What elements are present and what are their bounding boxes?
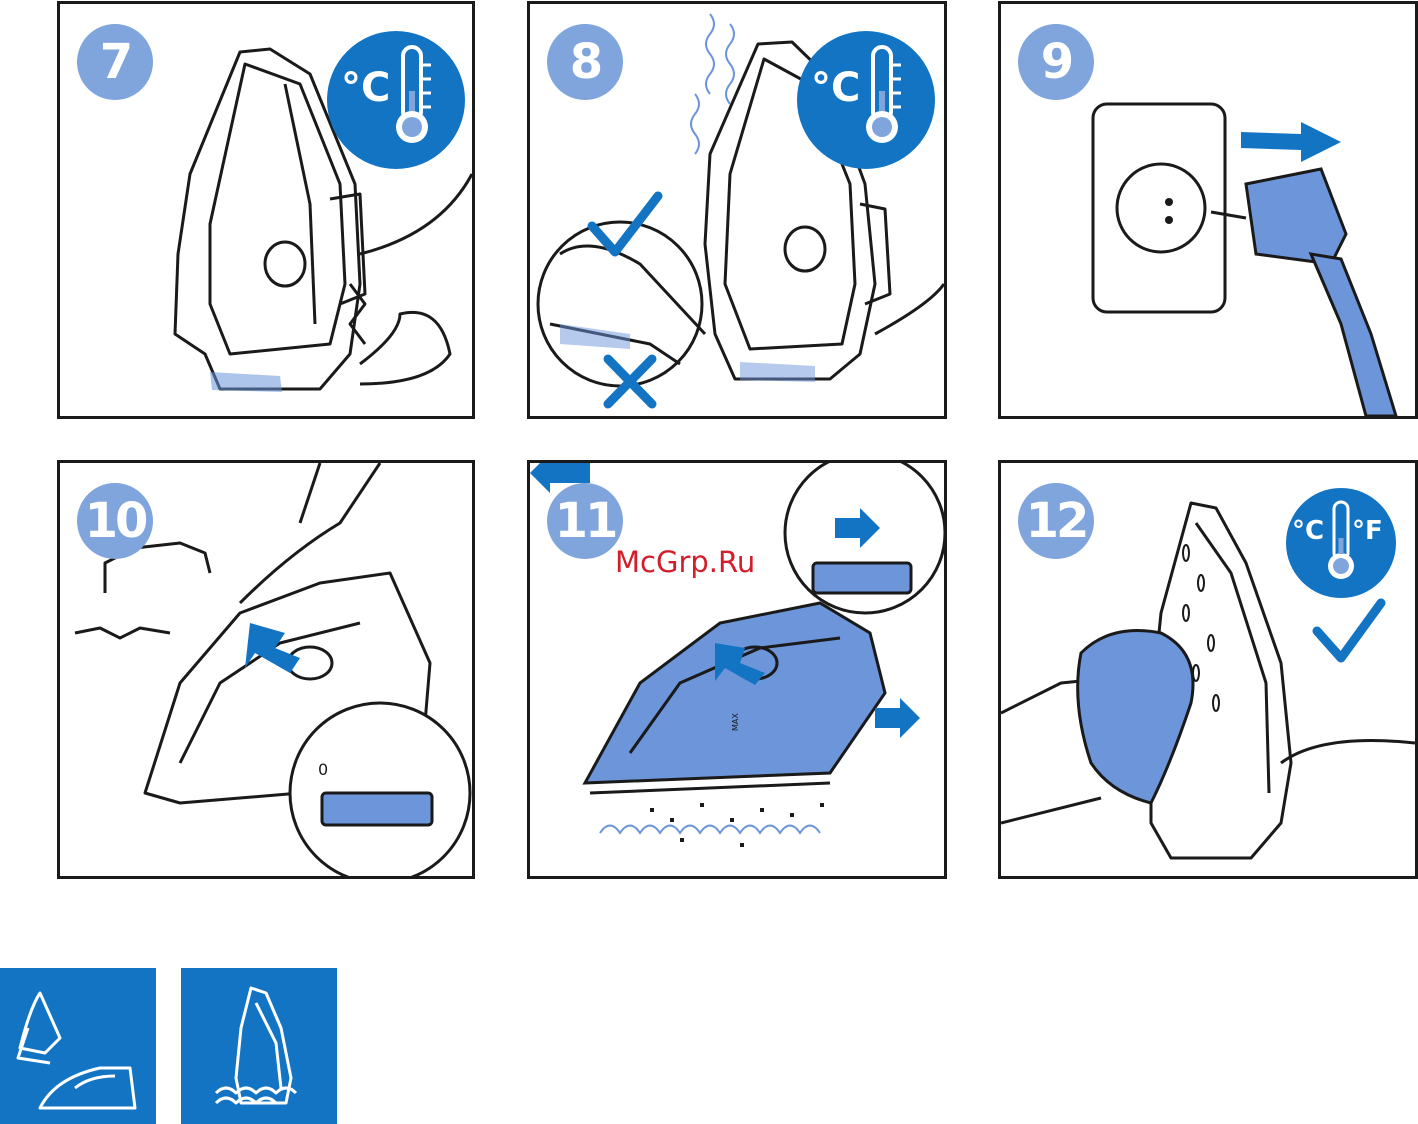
dial-max-label: MAX [731,713,740,731]
step-number: 7 [77,24,153,100]
plug-icon [1246,169,1346,264]
panel-step-8: 8 °C [527,1,947,419]
panel-step-12: 12 °C °F [998,460,1418,879]
steam-dial-slider [813,563,911,593]
step-number: 9 [1018,24,1094,100]
check-icon [1317,603,1381,658]
iron-cord-wrapped-icon [181,968,337,1124]
arrow-right-icon [1241,122,1341,162]
iron-with-cloth-icon [0,968,156,1124]
arrow-right-icon [875,698,920,738]
panel-step-7: 7 °C [57,1,475,419]
temperature-icon: °C °F [1286,488,1396,598]
thermometer-icon [1286,488,1396,598]
step-number: 12 [1018,483,1094,559]
panel-step-10: 0 10 [57,460,475,879]
watermark-text: McGrp.Ru [615,545,755,579]
cloth-icon [1078,631,1193,804]
panel-step-11: MAX 11 [527,460,947,879]
step-number: 10 [77,483,153,559]
arrow-pointer-icon [245,623,300,673]
temperature-icon: °C [797,31,935,169]
step-number: 8 [547,24,623,100]
dial-zero-label: 0 [318,760,328,779]
temperature-icon: °C [327,31,465,169]
thermometer-icon [797,31,935,169]
step-number: 11 [547,483,623,559]
steam-dial-slider [322,793,432,825]
thermometer-icon [327,31,465,169]
panel-step-9: 9 [998,1,1418,419]
